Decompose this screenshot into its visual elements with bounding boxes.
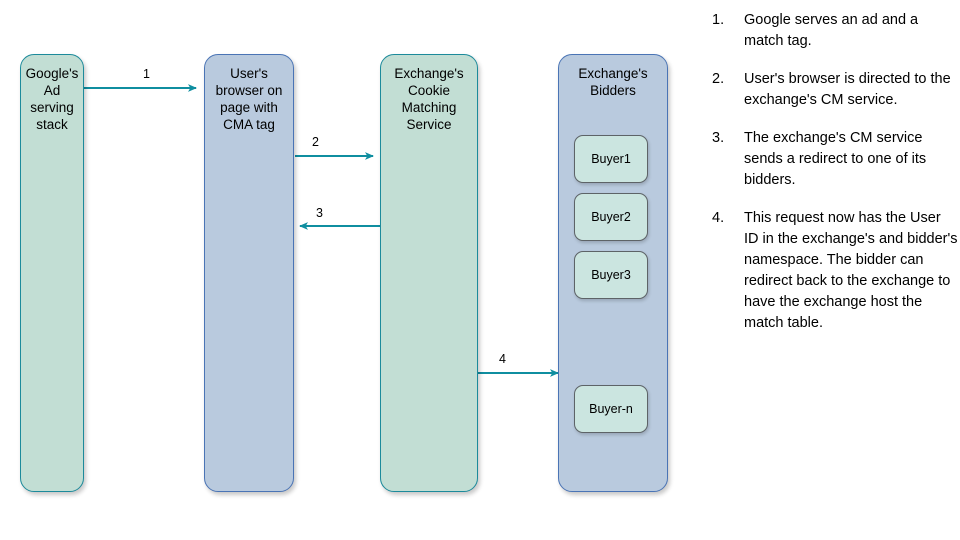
steps-list: 1. Google serves an ad and a match tag. … <box>706 10 958 351</box>
arrow-label-2: 2 <box>312 135 319 149</box>
flow-diagram: Google's Ad serving stack User's browser… <box>20 54 668 492</box>
step-number: 3. <box>712 130 725 146</box>
step-text: This request now has the User ID in the … <box>744 210 958 331</box>
arrow-label-4: 4 <box>499 352 506 366</box>
step-text: User's browser is directed to the exchan… <box>744 71 951 108</box>
step-number: 4. <box>712 210 725 226</box>
list-item: 3. The exchange's CM service sends a red… <box>706 128 958 191</box>
list-item: 2. User's browser is directed to the exc… <box>706 69 958 111</box>
arrow-label-3: 3 <box>316 206 323 220</box>
bidder-box-buyer-n[interactable]: Buyer-n <box>574 385 648 433</box>
step-text: The exchange's CM service sends a redire… <box>744 130 927 188</box>
bidder-box-buyer1[interactable]: Buyer1 <box>574 135 648 183</box>
arrow-label-1: 1 <box>143 67 150 81</box>
arrow-layer <box>84 84 559 377</box>
step-number: 1. <box>712 12 725 28</box>
bidder-box-buyer3[interactable]: Buyer3 <box>574 251 648 299</box>
bidder-box-buyer2[interactable]: Buyer2 <box>574 193 648 241</box>
step-number: 2. <box>712 71 725 87</box>
list-item: 4. This request now has the User ID in t… <box>706 208 958 334</box>
node-google-ad-serving-stack[interactable]: Google's Ad serving stack <box>20 54 84 492</box>
node-exchange-cookie-matching-service[interactable]: Exchange's Cookie Matching Service <box>380 54 478 492</box>
step-text: Google serves an ad and a match tag. <box>744 12 919 49</box>
node-user-browser[interactable]: User's browser on page with CMA tag <box>204 54 294 492</box>
list-item: 1. Google serves an ad and a match tag. <box>706 10 958 52</box>
